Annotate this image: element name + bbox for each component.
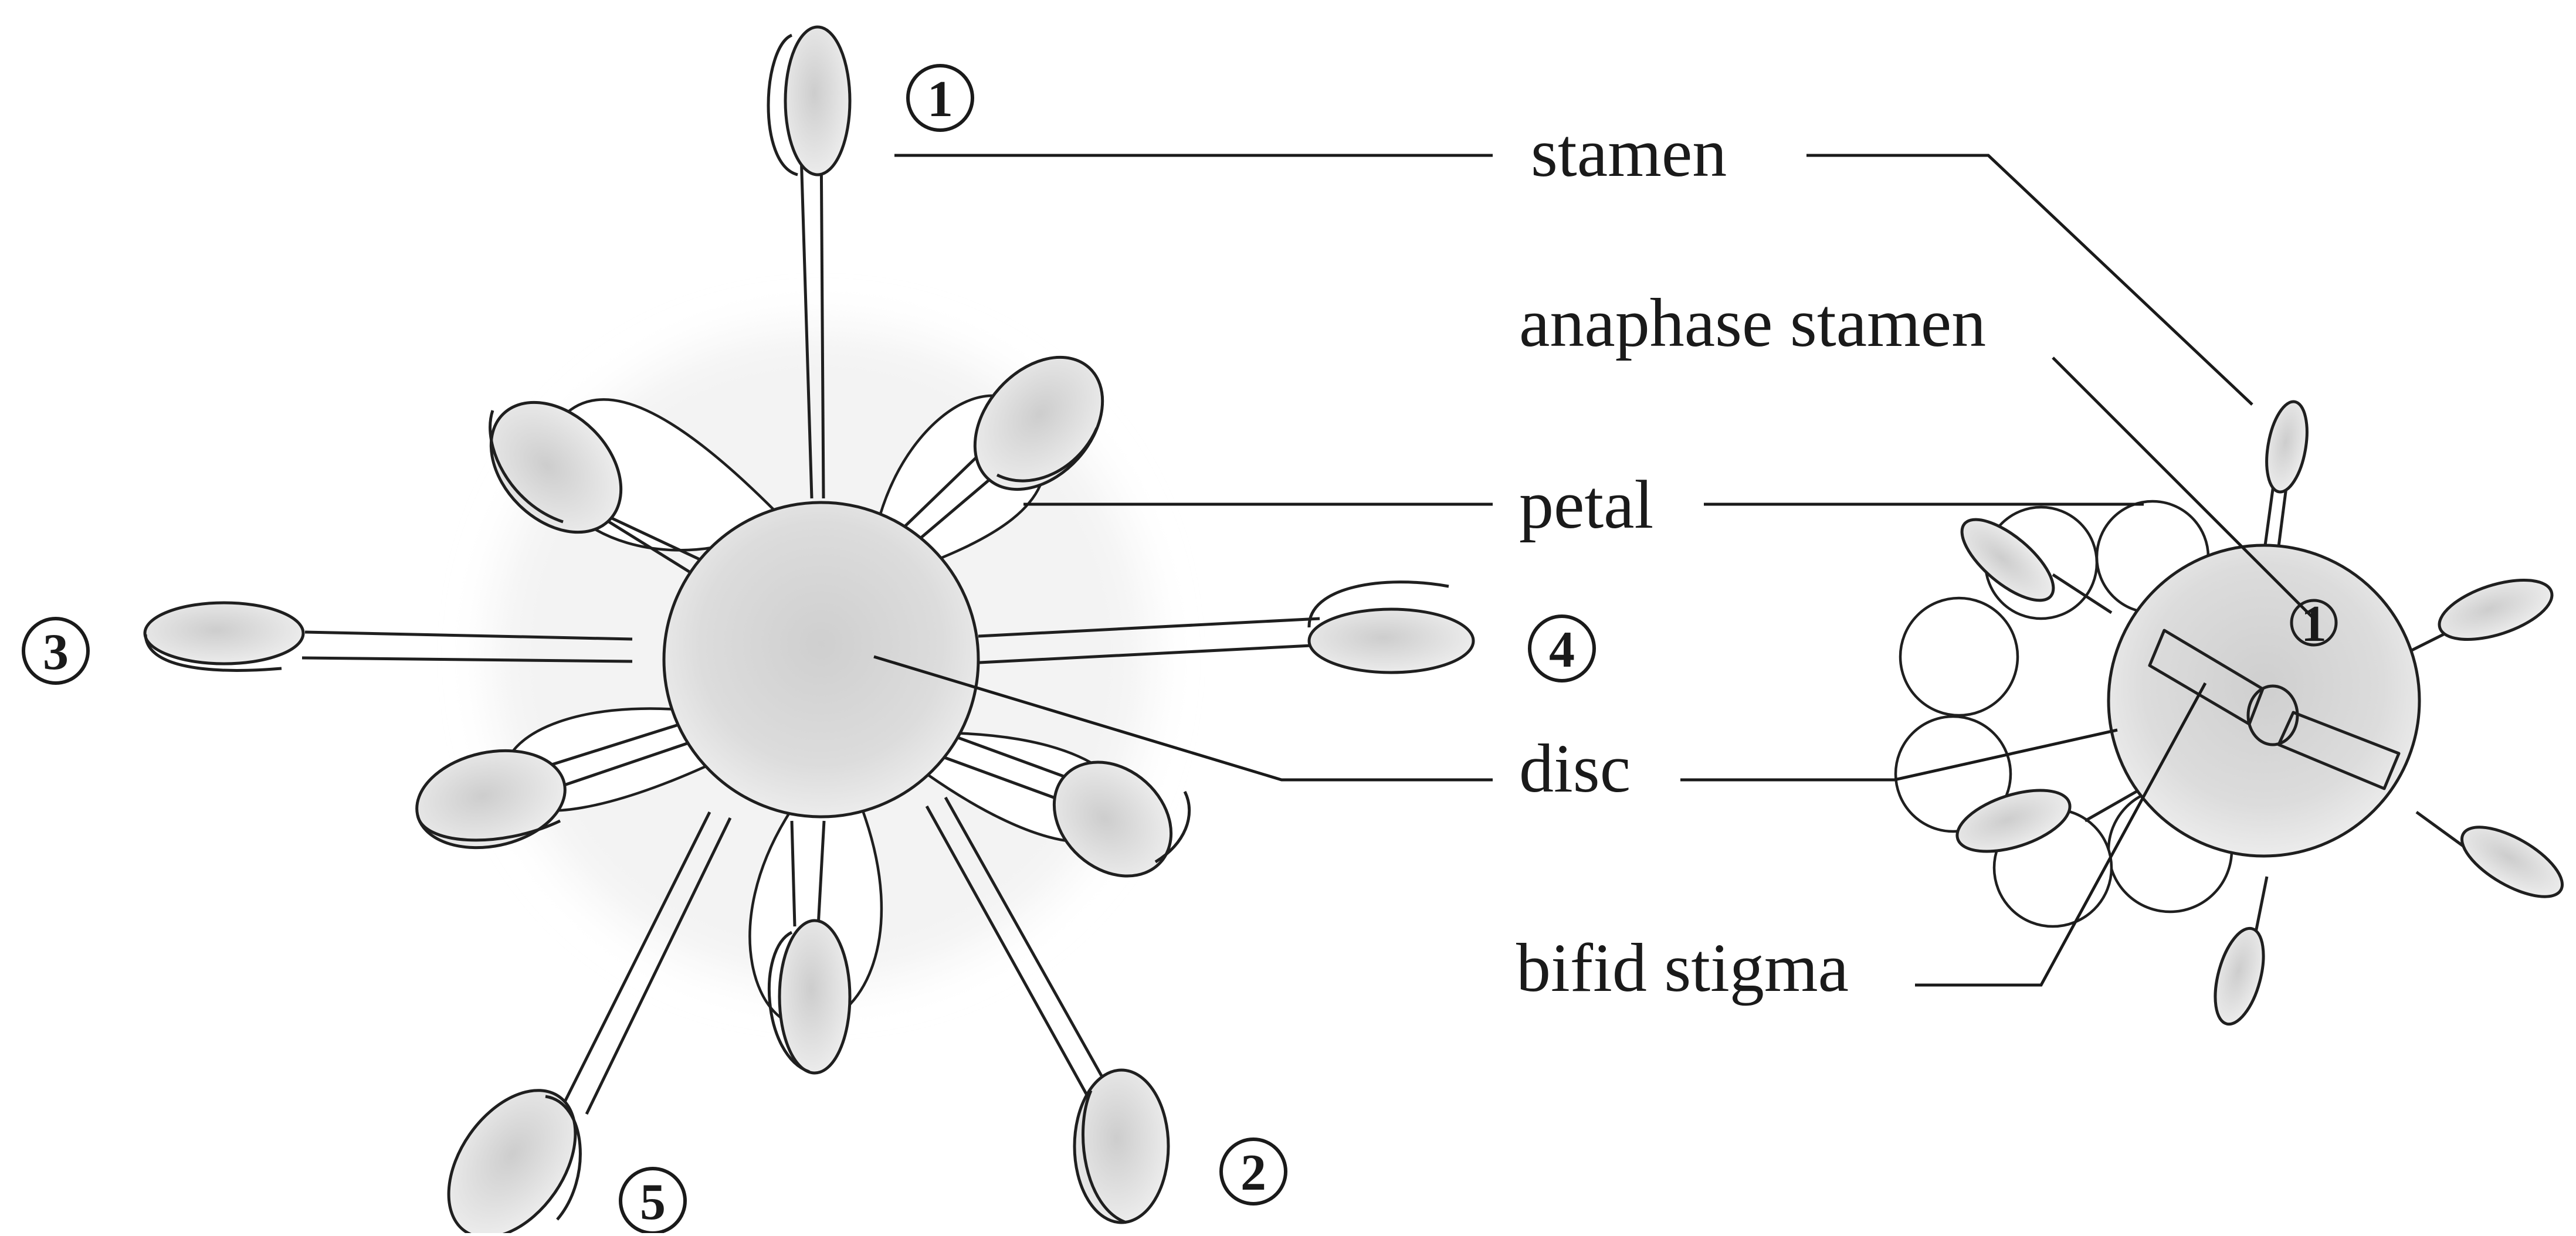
anther-1	[768, 27, 850, 175]
label-stamen: stamen	[1531, 114, 1727, 191]
svg-text:3: 3	[43, 624, 69, 681]
svg-text:1: 1	[927, 71, 953, 128]
anther-2	[1075, 1070, 1168, 1223]
anther-4	[1309, 582, 1473, 673]
anther-bottom	[769, 921, 850, 1073]
small-marker-1: 1	[2301, 596, 2327, 653]
marker-1: 1	[908, 66, 972, 130]
anther-3	[145, 603, 303, 670]
marker-2: 2	[1221, 1139, 1286, 1204]
left-flower	[145, 27, 1473, 1233]
svg-text:4: 4	[1549, 622, 1575, 678]
right-flower: 1	[1896, 399, 2572, 1030]
right-disc	[2109, 545, 2419, 856]
marker-5: 5	[621, 1169, 685, 1233]
marker-4: 4	[1530, 616, 1594, 681]
anther-5	[423, 1067, 602, 1233]
label-bifid-stigma: bifid stigma	[1516, 929, 1849, 1006]
label-anaphase-stamen: anaphase stamen	[1519, 284, 1986, 361]
label-petal: petal	[1519, 466, 1653, 543]
left-disc	[664, 502, 978, 817]
labels: stamen anaphase stamen petal disc bifid …	[1516, 114, 1986, 1006]
marker-3: 3	[23, 619, 88, 683]
leader-stamen-right	[1806, 155, 2252, 405]
svg-text:2: 2	[1240, 1145, 1266, 1201]
svg-text:5: 5	[640, 1174, 666, 1231]
label-disc: disc	[1519, 730, 1631, 807]
